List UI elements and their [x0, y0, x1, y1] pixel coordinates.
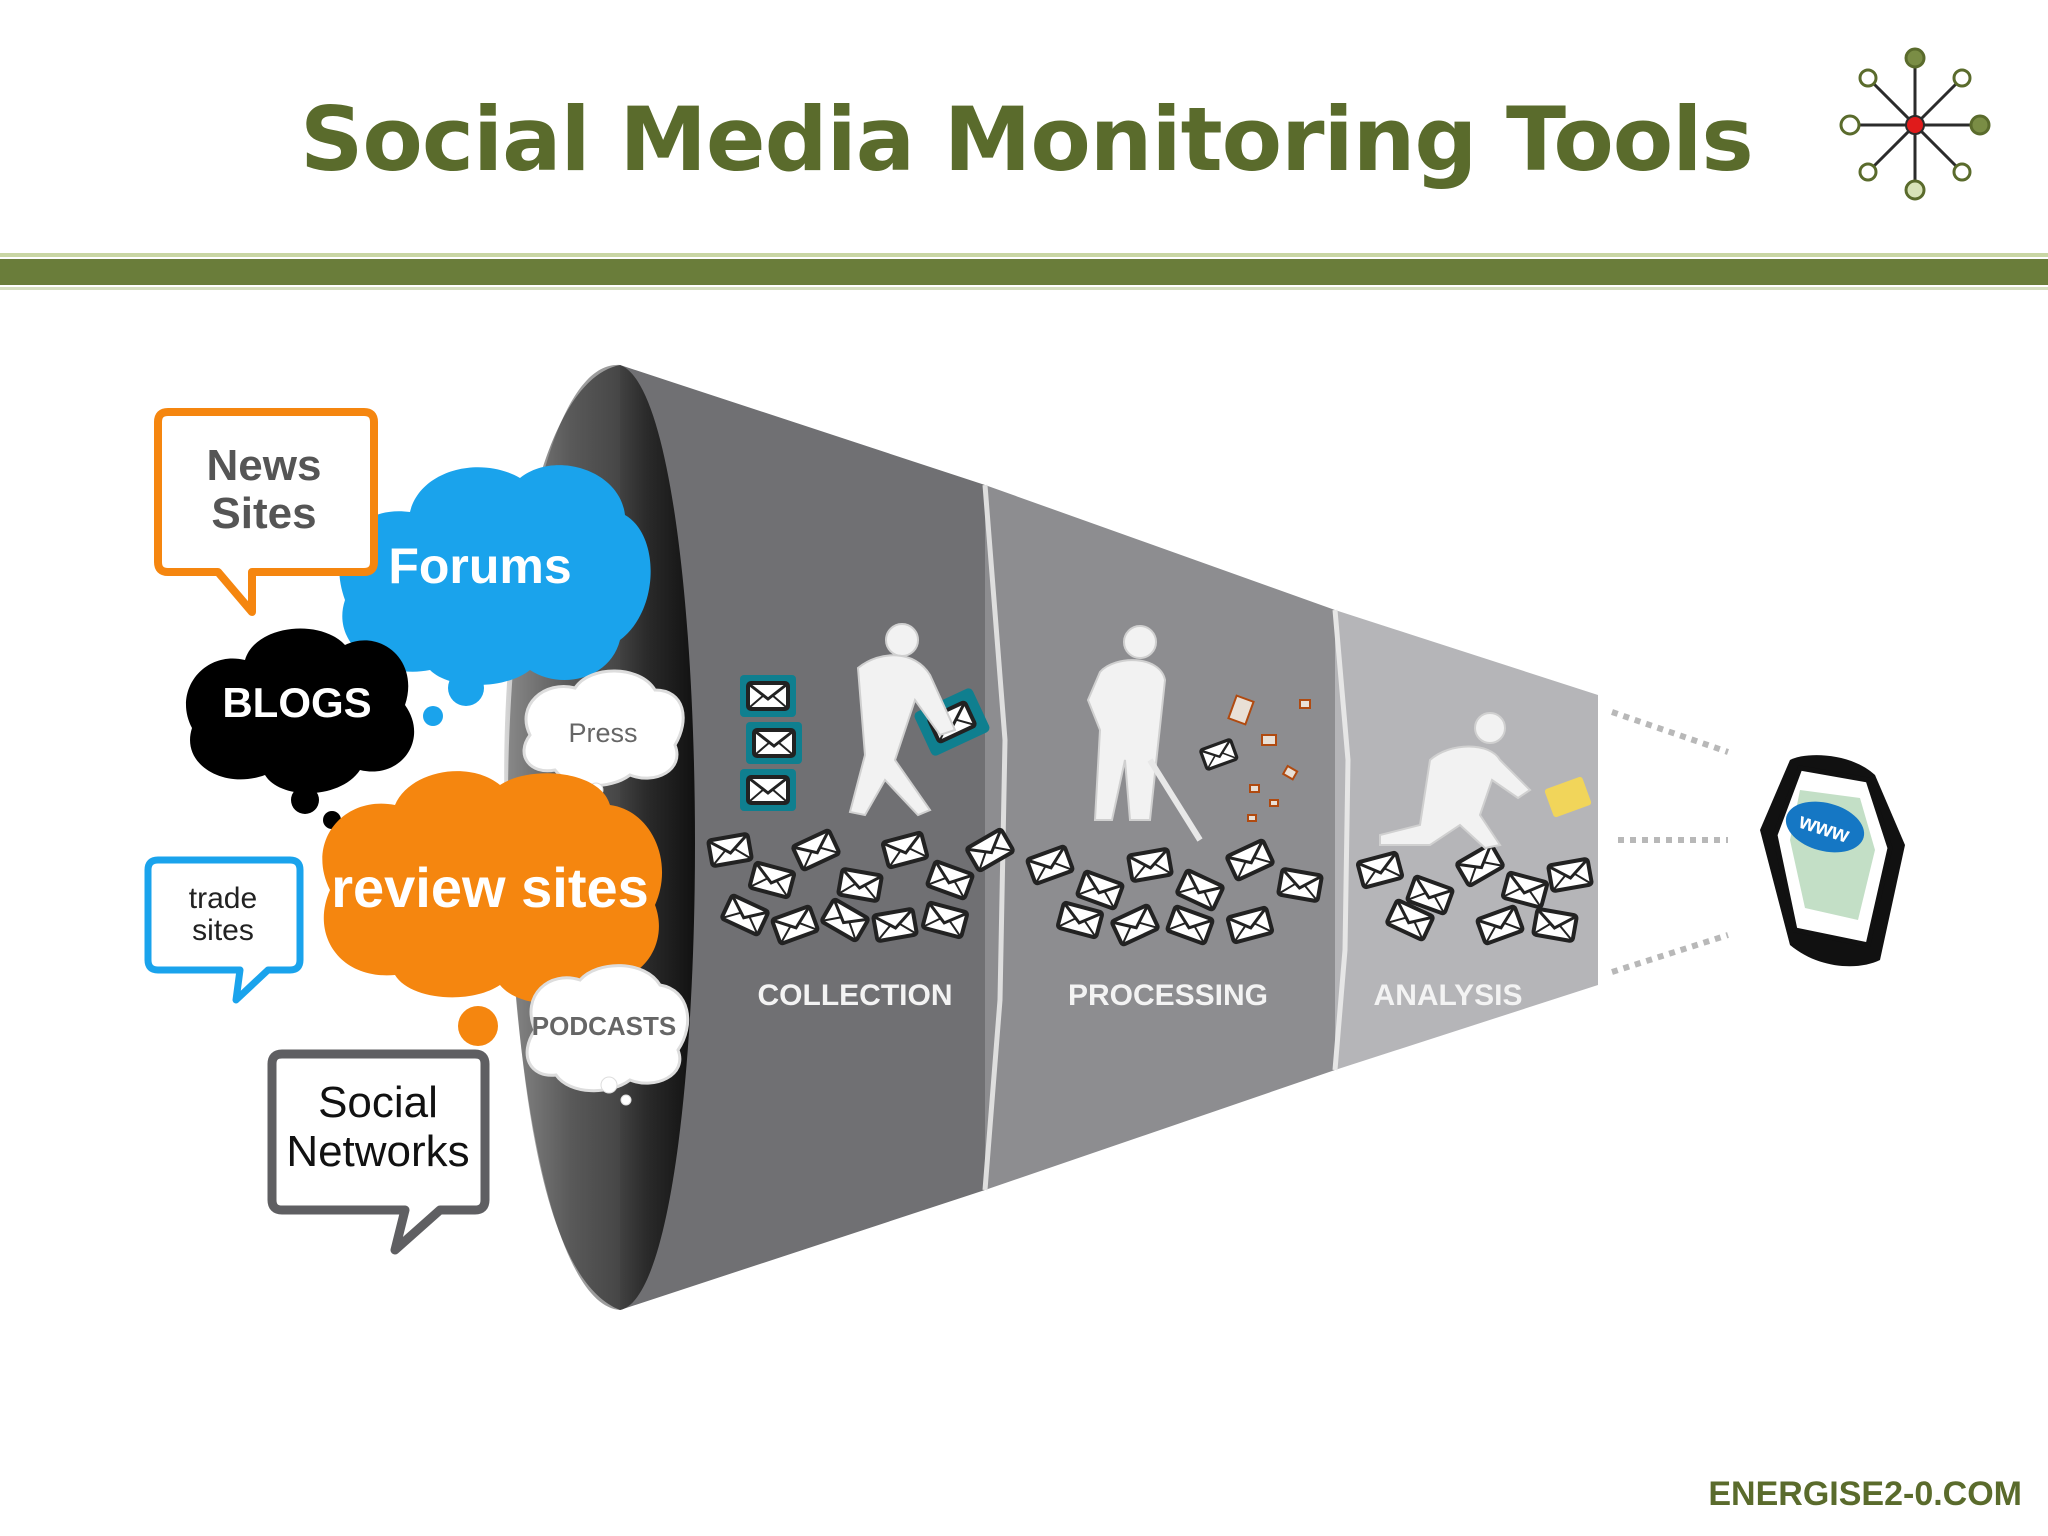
- bubble-label-sites: Sites: [211, 489, 316, 538]
- bubble-label-trade: trade: [189, 882, 257, 915]
- bubble-label-blogs: BLOGS: [222, 679, 371, 726]
- header-rule-highlight: [0, 253, 2048, 257]
- funnel-section-collection: [620, 365, 985, 1310]
- worker-icon-collection: [848, 623, 957, 817]
- stage-label-processing: PROCESSING: [1068, 979, 1268, 1012]
- bubble-label-news: News: [207, 441, 322, 490]
- bubble-podcasts: PODCASTS: [525, 964, 690, 1106]
- bubble-label-press: Press: [568, 718, 637, 748]
- worker-icon-processing: [1086, 625, 1203, 842]
- bubble-forums: Forums: [339, 465, 651, 726]
- bubble-review-sites: review sites: [322, 771, 663, 1075]
- bubble-label-trade-sites: sites: [192, 914, 254, 947]
- bubble-trade-sites: trade sites: [144, 856, 304, 1004]
- bubble-blogs: BLOGS: [185, 628, 415, 829]
- bubble-label-podcasts: PODCASTS: [532, 1011, 676, 1041]
- bubble-social-networks: Social Networks: [267, 1049, 490, 1255]
- bubble-label-networks: Networks: [286, 1127, 469, 1176]
- bubble-label-forums: Forums: [388, 538, 571, 594]
- worker-icon-analysis: [1379, 712, 1532, 850]
- funnel-section-analysis: [1335, 610, 1598, 1070]
- monitoring-diagram: COLLECTION PROCESSING ANALYSIS www Forum…: [144, 364, 1905, 1310]
- header-rule-shadow: [0, 287, 2048, 290]
- header-rule: [0, 259, 2048, 285]
- stage-label-analysis: ANALYSIS: [1374, 979, 1523, 1012]
- bubble-press: Press: [522, 669, 685, 811]
- funnel-section-processing: [985, 485, 1335, 1190]
- page-title: Social Media Monitoring Tools: [300, 88, 1754, 191]
- footer-site-label: ENERGISE2-0.COM: [1708, 1475, 2022, 1513]
- output-lines: [1611, 709, 1729, 975]
- bubble-label-review-sites: review sites: [331, 856, 649, 919]
- bubble-label-social: Social: [318, 1078, 438, 1127]
- screen-icon: www: [1760, 755, 1905, 967]
- network-logo-icon: [1839, 47, 1991, 201]
- stage-label-collection: COLLECTION: [758, 979, 953, 1012]
- bubble-news-sites: News Sites: [154, 408, 378, 616]
